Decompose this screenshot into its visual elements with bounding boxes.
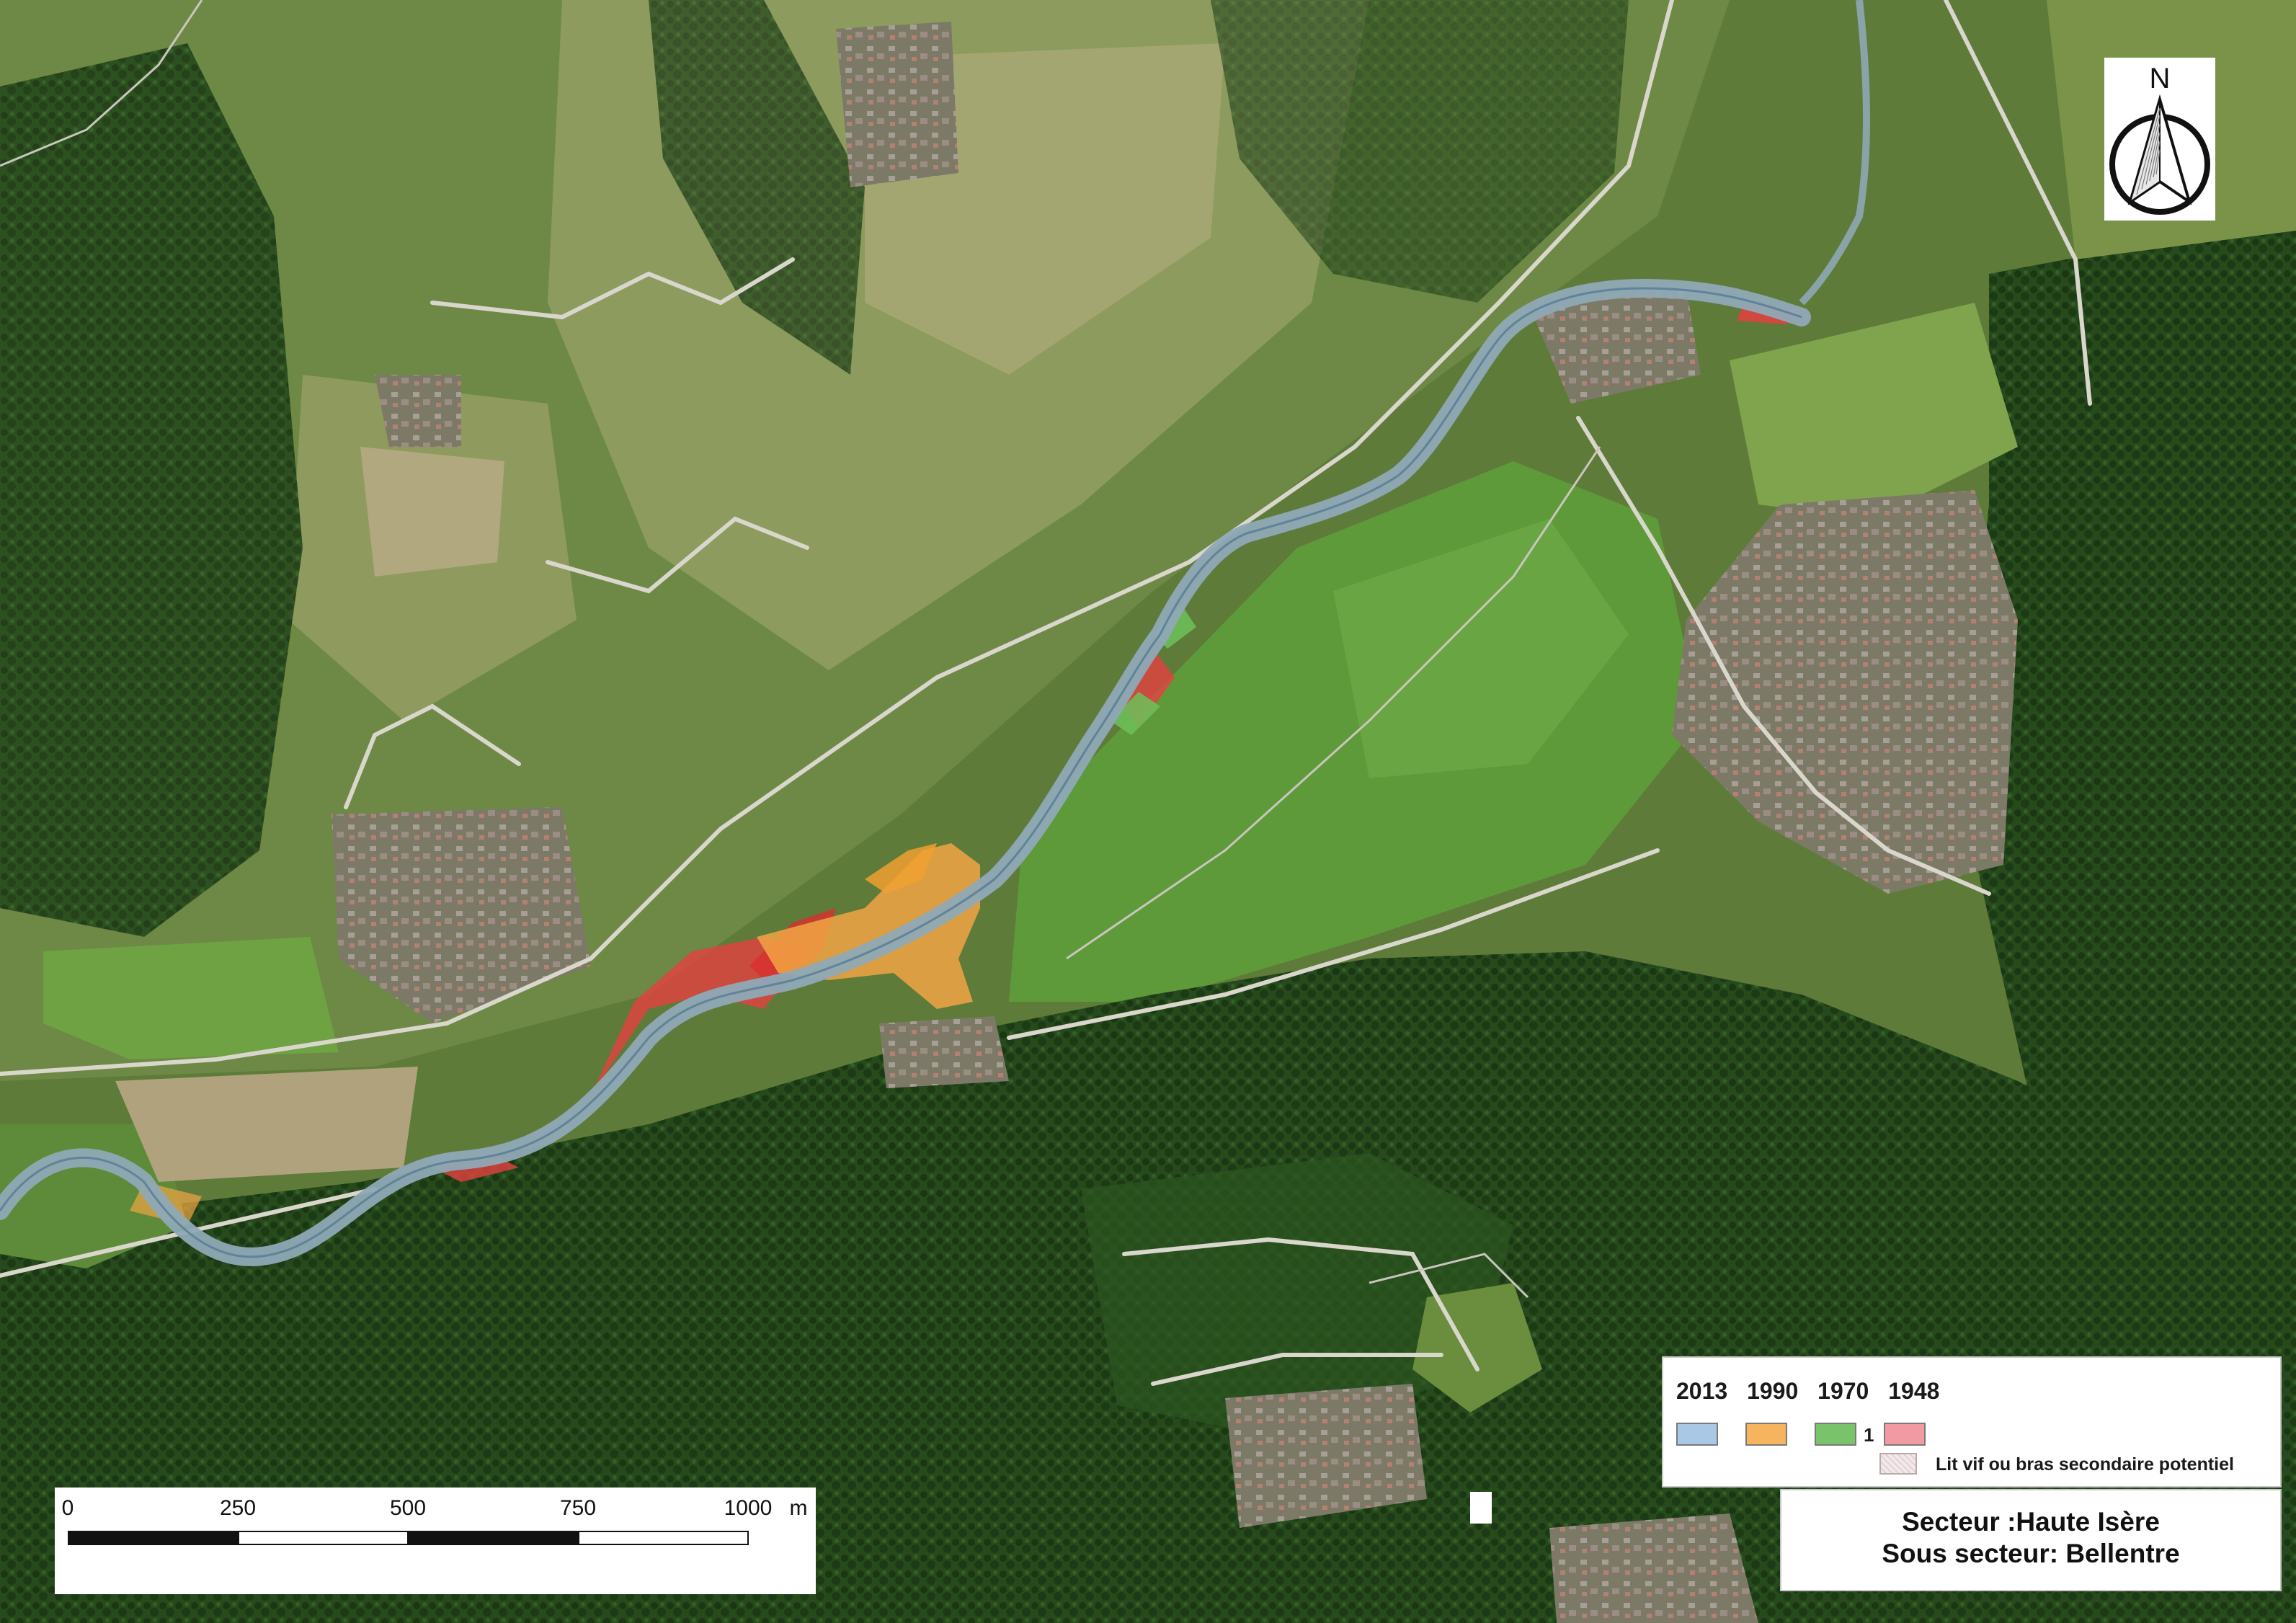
scale-label-500: 500: [389, 1496, 427, 1520]
map-legend: 2013 1990 1970 1948 1 Lit vif ou bras se…: [1662, 1356, 2282, 1488]
north-label: N: [2150, 63, 2171, 94]
scale-label-0: 0: [61, 1496, 74, 1520]
sector-title: Secteur :Haute Isère: [1902, 1507, 2160, 1537]
map-marker-box: [1470, 1492, 1492, 1524]
legend-year-1948: 1948: [1888, 1378, 1940, 1404]
north-arrow: N: [2104, 58, 2215, 221]
scale-bar: 0 250 500 750 1000 m: [55, 1488, 816, 1594]
legend-swatch-1970: [1815, 1423, 1856, 1446]
legend-swatch-2013: [1676, 1423, 1718, 1446]
legend-year-1990: 1990: [1747, 1378, 1799, 1404]
scale-unit: m: [789, 1496, 808, 1520]
legend-marker: 1: [1864, 1424, 1874, 1446]
scale-label-1000: 1000: [724, 1496, 773, 1520]
scale-label-750: 750: [559, 1496, 597, 1520]
scale-label-250: 250: [219, 1496, 257, 1520]
legend-hatch-label: Lit vif ou bras secondaire potentiel: [1936, 1454, 2234, 1475]
legend-year-2013: 2013: [1676, 1378, 1728, 1404]
legend-hatch-swatch: [1879, 1453, 1917, 1475]
north-arrow-icon: N: [2109, 63, 2210, 215]
legend-year-1970: 1970: [1817, 1378, 1869, 1404]
scale-segment-1: [68, 1531, 239, 1545]
legend-swatch-1948: [1884, 1423, 1926, 1446]
map-title-box: Secteur :Haute Isère Sous secteur: Belle…: [1780, 1489, 2282, 1591]
scale-segment-2: [238, 1531, 409, 1545]
scale-segment-4: [578, 1531, 749, 1545]
scale-segment-3: [408, 1531, 579, 1545]
subsector-title: Sous secteur: Bellentre: [1882, 1539, 2180, 1568]
legend-swatch-1990: [1745, 1423, 1787, 1446]
legend-years: 2013 1990 1970 1948: [1676, 1378, 1952, 1405]
